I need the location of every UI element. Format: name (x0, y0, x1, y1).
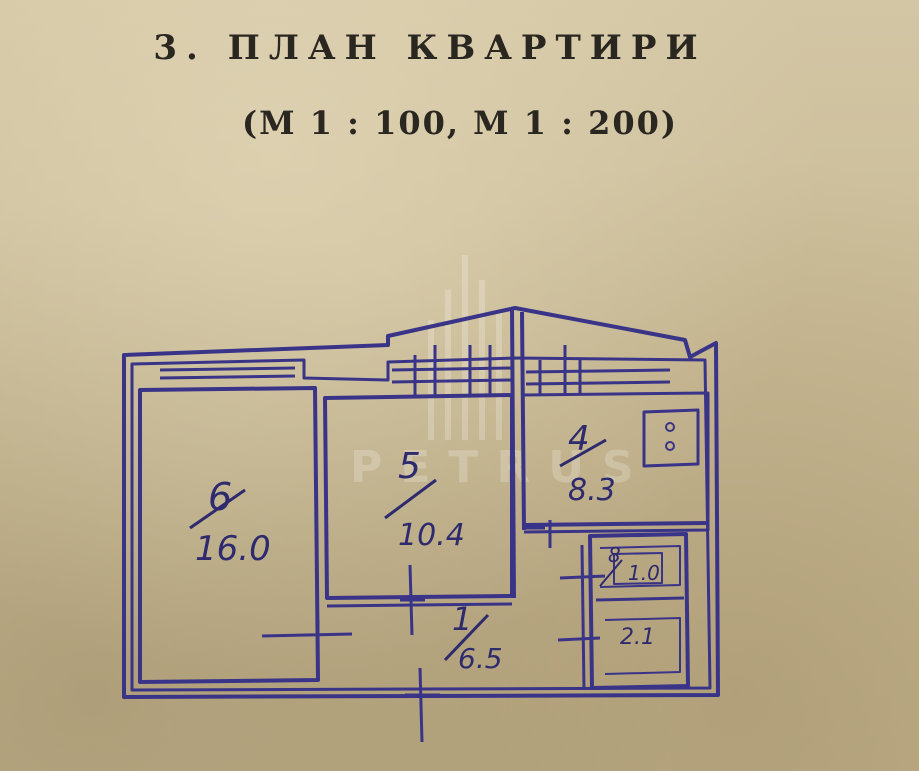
plan-scale: (М 1 : 100, М 1 : 200) (242, 104, 678, 142)
room-5-label: 5 10.4 (384, 446, 465, 553)
room-wc-label: 2.1 (620, 625, 655, 650)
room-6-area: 16.0 (195, 529, 271, 569)
room-1-label: 1 6.5 (443, 600, 503, 675)
room-8-label: 8 1.0 (599, 543, 660, 587)
plan-title: 3. ПЛАН КВАРТИРИ (153, 28, 707, 68)
room-5-number: 5 (398, 446, 421, 487)
room-5-area: 10.4 (398, 518, 465, 553)
room-wc-area: 2.1 (620, 625, 655, 650)
walls (122, 306, 720, 743)
room-4-label: 4 8.3 (559, 419, 616, 508)
room-8-area: 1.0 (628, 561, 660, 585)
room-4-area: 8.3 (568, 473, 616, 508)
watermark: PETRUS (350, 255, 634, 493)
room-8-number: 8 (608, 543, 621, 567)
room-4-number: 4 (568, 419, 590, 459)
room-1-area: 6.5 (458, 642, 503, 675)
room-6-label: 6 16.0 (189, 475, 271, 569)
room-1-number: 1 (452, 600, 472, 638)
room-labels: 6 16.0 5 10.4 4 8.3 1 6.5 8 1.0 2.1 (189, 419, 660, 675)
